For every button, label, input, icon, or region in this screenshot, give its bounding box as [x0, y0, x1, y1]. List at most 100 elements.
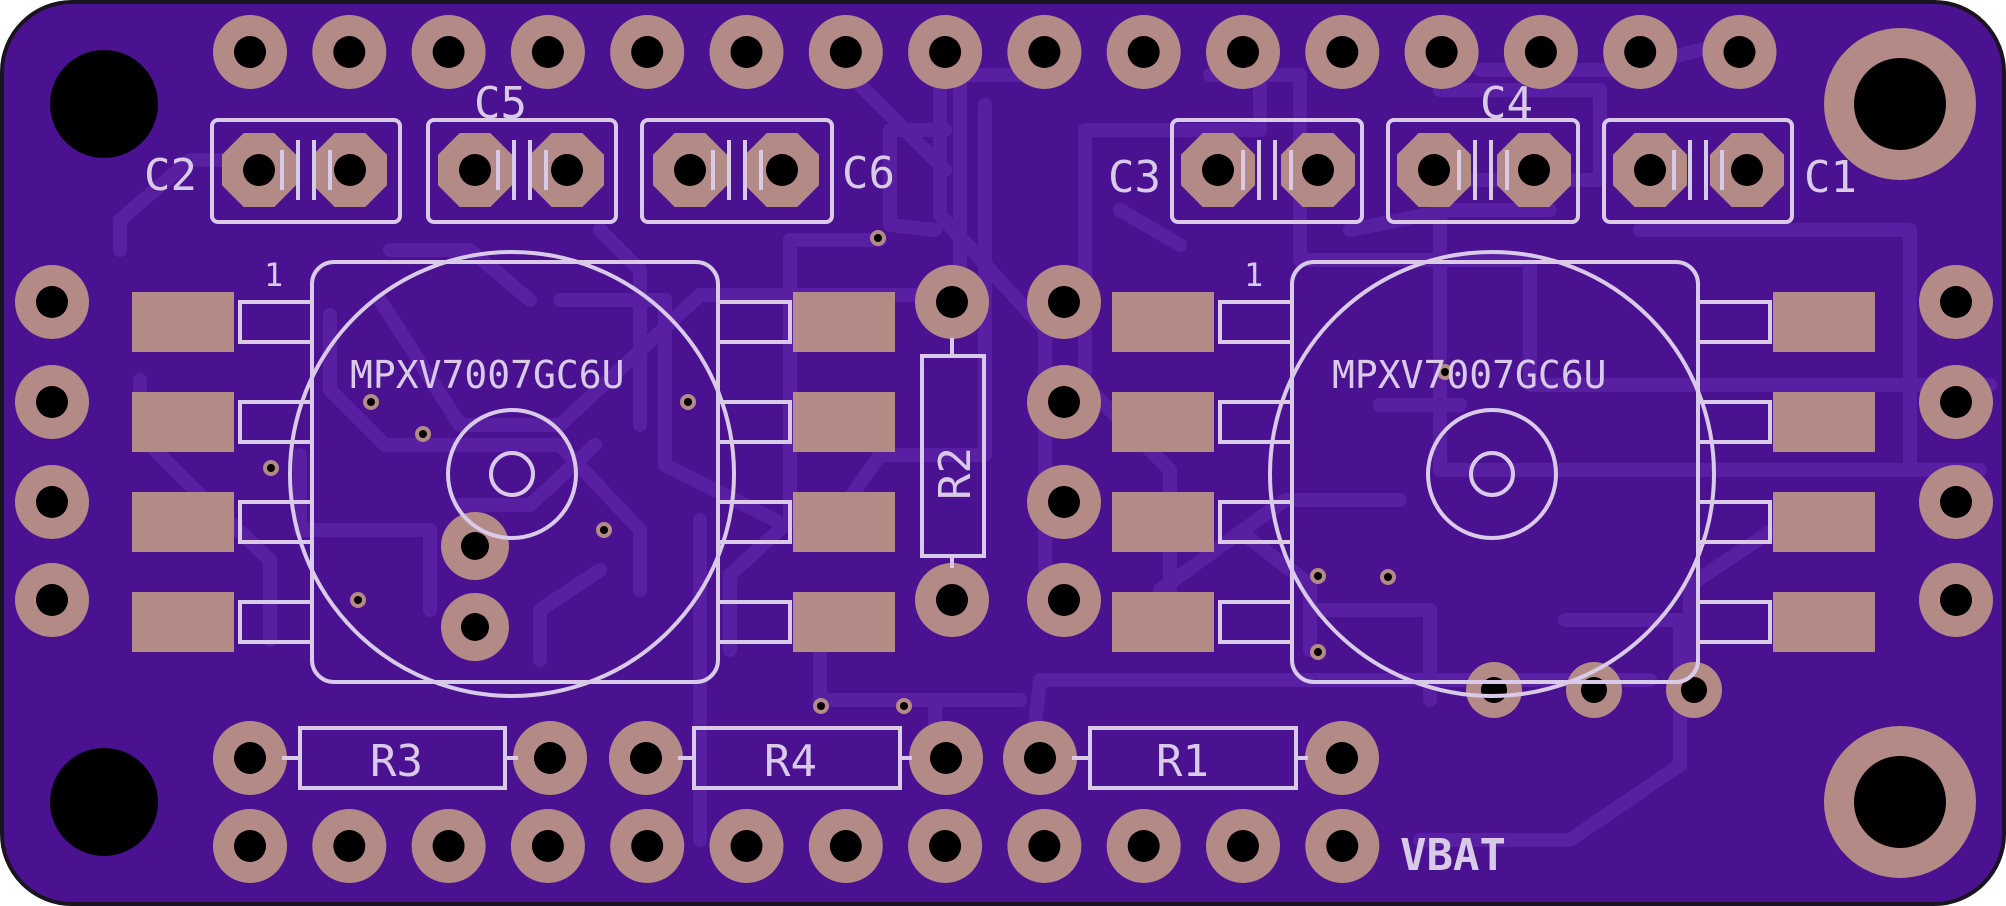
drill-hole: [36, 584, 68, 616]
label-c4: C4: [1480, 78, 1533, 129]
label-r1: R1: [1156, 736, 1209, 787]
label-pin1-right: 1: [1244, 256, 1263, 294]
drill-hole: [730, 36, 763, 68]
cap-outline: [426, 118, 618, 224]
drill-hole: [461, 613, 489, 641]
cap-outline: [210, 118, 402, 224]
smd-pad: [1773, 492, 1875, 552]
pin-outline: [1696, 300, 1772, 344]
drill-hole: [1127, 36, 1160, 68]
via-hole: [684, 398, 692, 406]
drill-hole: [631, 830, 664, 862]
drill-hole: [1524, 36, 1557, 68]
smd-pad: [793, 392, 895, 452]
smd-pad: [793, 492, 895, 552]
label-sensor-left: MPXV7007GC6U: [350, 353, 625, 397]
drill-hole: [1048, 486, 1080, 518]
drill-hole: [730, 830, 763, 862]
drill-hole: [936, 286, 968, 318]
via-hole: [267, 464, 275, 472]
pin-outline: [716, 300, 792, 344]
smd-pad: [1112, 292, 1214, 352]
drill-hole: [243, 154, 275, 186]
drill-hole: [36, 386, 68, 418]
cap-outline: [1386, 118, 1580, 224]
sensor-body: [310, 260, 720, 684]
sensor-port-circle: [446, 408, 578, 540]
drill-hole: [631, 36, 664, 68]
sensor-port-inner: [1469, 451, 1515, 497]
drill-hole: [432, 830, 465, 862]
drill-hole: [1940, 286, 1972, 318]
label-c1: C1: [1804, 152, 1857, 203]
smd-pad: [793, 592, 895, 652]
via-hole: [367, 398, 375, 406]
drill-hole: [1518, 154, 1550, 186]
smd-pad: [1773, 292, 1875, 352]
smd-pad: [1112, 392, 1214, 452]
drill-hole: [1326, 36, 1359, 68]
pin-outline: [1696, 600, 1772, 644]
label-c5: C5: [474, 78, 527, 129]
drill-hole: [1048, 386, 1080, 418]
drill-hole: [630, 742, 662, 774]
smd-pad: [1773, 592, 1875, 652]
pin-outline: [238, 400, 314, 444]
drill-hole: [36, 486, 68, 518]
via-hole: [874, 234, 882, 242]
drill-hole: [1227, 830, 1259, 862]
drill-hole: [1028, 36, 1061, 68]
smd-pad: [1112, 492, 1214, 552]
smd-pad: [132, 492, 234, 552]
mounting-hole: [1854, 756, 1946, 848]
drill-hole: [1127, 830, 1160, 862]
cap-outline: [1170, 118, 1364, 224]
label-r3: R3: [370, 736, 423, 787]
via-hole: [1441, 368, 1449, 376]
label-c2: C2: [144, 150, 197, 201]
drill-hole: [234, 742, 266, 774]
smd-pad: [132, 292, 234, 352]
drill-hole: [1624, 36, 1657, 68]
label-c3: C3: [1108, 152, 1161, 203]
drill-hole: [432, 36, 465, 68]
drill-hole: [1326, 830, 1359, 862]
pin-outline: [1218, 400, 1294, 444]
pin-outline: [1696, 400, 1772, 444]
pin-outline: [238, 500, 314, 544]
via-hole: [817, 702, 825, 710]
drill-hole: [534, 742, 566, 774]
sensor-outer-circle: [288, 250, 736, 698]
drill-hole: [1024, 742, 1056, 774]
cap-outline: [1602, 118, 1794, 224]
smd-pad: [793, 292, 895, 352]
via-hole: [600, 526, 608, 534]
drill-hole: [1048, 584, 1080, 616]
pin-outline: [1218, 300, 1294, 344]
drill-hole: [829, 830, 862, 862]
drill-hole: [1028, 830, 1061, 862]
drill-hole: [1940, 486, 1972, 518]
mounting-holes: [50, 28, 1976, 878]
drill-hole: [1202, 154, 1234, 186]
via-hole: [1314, 572, 1322, 580]
mounting-hole: [50, 748, 158, 856]
drill-hole: [531, 830, 564, 862]
via-hole: [419, 430, 427, 438]
label-c6: C6: [842, 148, 895, 199]
drill-hole: [531, 36, 564, 68]
drill-hole: [1227, 36, 1259, 68]
drill-hole: [1940, 386, 1972, 418]
pin-outline: [238, 600, 314, 644]
drill-hole: [333, 36, 366, 68]
pin-outline: [1218, 600, 1294, 644]
silkscreen: [210, 118, 1794, 790]
smd-pad: [132, 392, 234, 452]
vias: [263, 230, 1453, 714]
via-hole: [1314, 648, 1322, 656]
drill-hole: [1048, 286, 1080, 318]
smd-pad: [1112, 592, 1214, 652]
drill-hole: [929, 830, 962, 862]
via-hole: [900, 702, 908, 710]
